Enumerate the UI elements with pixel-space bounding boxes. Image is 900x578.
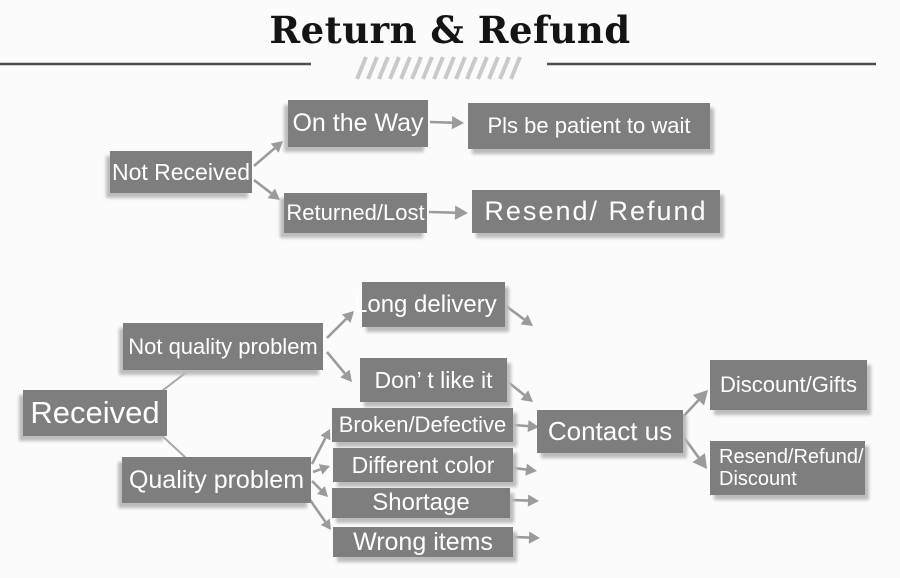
node-label: Pls be patient to wait	[487, 113, 691, 138]
node-not-quality-problem: Not quality problem	[123, 323, 323, 370]
node-label: Contact us	[547, 416, 673, 446]
node-contact-us: Contact us	[537, 410, 683, 453]
node-received: Received	[23, 390, 167, 436]
node-label: Not quality problem	[128, 333, 318, 359]
node-label: Returned/Lost	[286, 200, 425, 225]
node-resend-refund-discount: Resend/Refund/ Discount	[710, 441, 865, 495]
page-title: Return & Refund	[269, 8, 631, 52]
node-resend-refund: Resend/ Refund	[472, 190, 720, 233]
node-label: Not Received	[111, 158, 251, 185]
node-label: Different color	[351, 451, 495, 478]
node-label-line2: Discount	[719, 468, 797, 490]
node-pls-be-patient: Pls be patient to wait	[468, 103, 710, 149]
node-different-color: Different color	[333, 448, 513, 482]
node-label: Shortage	[372, 489, 470, 516]
node-label-line1: Resend/Refund/	[719, 446, 864, 468]
node-label: Resend/ Refund	[484, 196, 708, 226]
node-wrong-items: Wrong items	[333, 527, 513, 557]
node-label: Long delivery	[354, 290, 497, 318]
node-label: Discount/Gifts	[720, 372, 857, 397]
node-on-the-way: On the Way	[288, 100, 428, 147]
node-label: Received	[30, 395, 160, 430]
node-long-delivery: Long delivery	[354, 282, 505, 327]
node-dont-like-it: Don’ t like it	[360, 358, 507, 402]
node-label: Don’ t like it	[374, 366, 493, 393]
node-shortage: Shortage	[332, 488, 510, 518]
node-not-received: Not Received	[110, 151, 252, 193]
node-quality-problem: Quality problem	[122, 457, 311, 503]
node-label: Quality problem	[128, 465, 305, 494]
node-label: On the Way	[292, 109, 424, 137]
node-broken-defective: Broken/Defective	[332, 408, 513, 442]
node-label: Broken/Defective	[338, 412, 507, 437]
node-label: Wrong items	[353, 527, 493, 556]
node-returned-lost: Returned/Lost	[284, 193, 427, 233]
node-discount-gifts: Discount/Gifts	[710, 360, 867, 410]
